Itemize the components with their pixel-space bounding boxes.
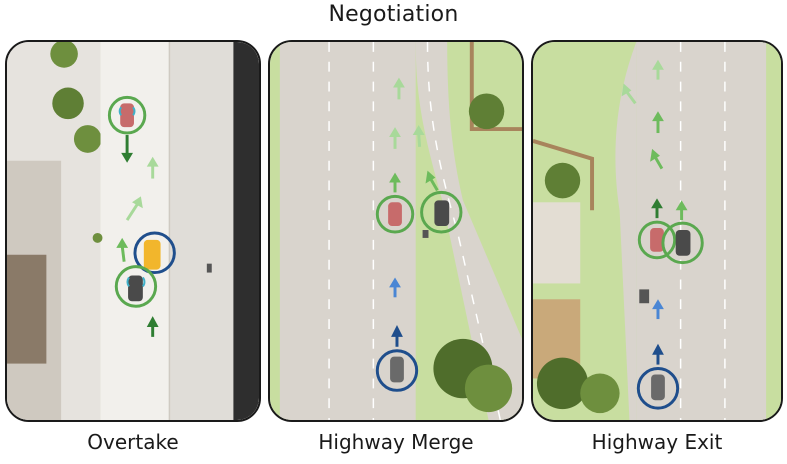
tree (544, 162, 581, 199)
tree-cluster (580, 373, 620, 414)
yellow-car (143, 239, 161, 270)
ego-car (651, 374, 665, 401)
road-object (639, 289, 650, 304)
arrow-up-dark-blue-icon (652, 343, 664, 365)
road-object (422, 230, 429, 238)
tree (468, 93, 505, 130)
ego-vehicle-ring (133, 231, 176, 275)
arrow-up-dark-blue-icon (391, 325, 403, 347)
overtake-scene-panel (5, 40, 261, 422)
arrow-up-green-icon (652, 111, 664, 134)
tree (73, 125, 102, 153)
other-vehicle-ring (114, 265, 158, 308)
red-car (388, 202, 402, 227)
arrow-diag-icon (125, 196, 143, 221)
arrow-up-green-icon (675, 200, 688, 221)
arrow-up-light-icon (146, 156, 159, 179)
merge-ramp (415, 42, 522, 420)
arrow-up-light-icon (652, 59, 664, 80)
overtake-scene (7, 42, 259, 420)
red-car (650, 228, 664, 252)
overtake-caption: Overtake (87, 430, 179, 454)
road-lane (169, 42, 234, 420)
tree (52, 87, 84, 120)
parked-object (206, 263, 212, 273)
exit-ramp (615, 42, 637, 420)
arrow-diag-light-icon (621, 83, 637, 105)
figure-title: Negotiation (328, 2, 459, 27)
arrow-up-light-icon (412, 125, 425, 147)
arrow-up-green-icon (651, 198, 663, 219)
tree (50, 42, 78, 68)
dark-car (675, 230, 691, 256)
sensor-icon (118, 106, 136, 116)
dark-car (434, 200, 450, 227)
arrow-up-light-icon (393, 77, 405, 100)
tree-cluster (464, 364, 513, 413)
tree-cluster (536, 357, 589, 410)
arrow-diag-green-icon (425, 170, 439, 192)
other-vehicle-ring (420, 190, 463, 234)
building (533, 202, 581, 284)
fence (469, 42, 522, 132)
arrow-up-blue-icon (652, 299, 664, 320)
highway-exit-scene (533, 42, 781, 420)
highway-exit-scene-panel (531, 40, 783, 422)
fence (533, 139, 595, 211)
ego-car (390, 356, 404, 383)
other-vehicle-ring (375, 194, 415, 234)
ego-vehicle-ring (375, 349, 419, 392)
other-vehicle-ring (107, 95, 147, 135)
arrow-up-light-icon (389, 127, 401, 149)
bush (92, 232, 103, 243)
building-roof (7, 254, 47, 364)
curb-shadow (233, 42, 259, 420)
highway-merge-scene-panel (268, 40, 524, 422)
arrow-up-dark-icon (146, 316, 159, 337)
highway-merge-scene (270, 42, 522, 420)
dark-car (128, 275, 143, 302)
highway-exit-caption: Highway Exit (591, 430, 723, 454)
arrow-diag-green-icon (650, 148, 664, 170)
ego-vehicle-ring (636, 367, 680, 410)
other-vehicle-ring (661, 221, 704, 265)
arrow-up-blue-icon (389, 277, 401, 298)
arrow-up-green-icon (116, 237, 129, 262)
highway-merge-caption: Highway Merge (318, 430, 474, 454)
sensor-icon (126, 276, 146, 288)
other-vehicle-ring (637, 220, 677, 260)
arrow-down-icon (121, 135, 133, 163)
red-car (120, 103, 134, 128)
arrow-up-green-icon (389, 172, 401, 193)
